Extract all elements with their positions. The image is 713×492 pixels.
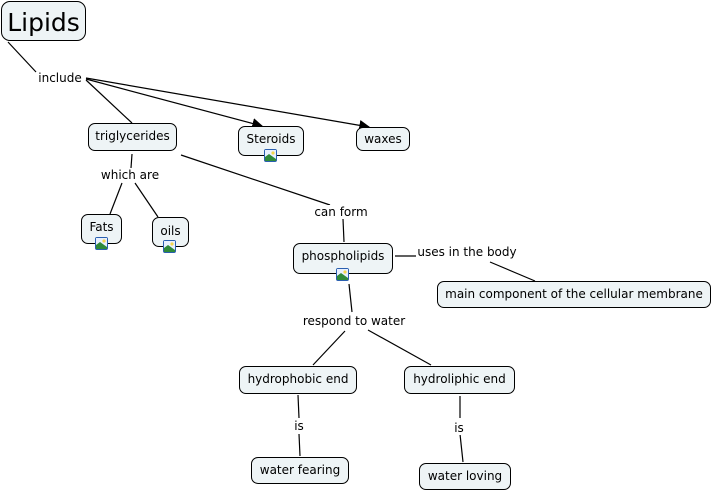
- image-resource-icon[interactable]: [264, 149, 277, 162]
- line-respond-hydroliphic: [367, 329, 432, 366]
- linking-phrase-respond-to-water[interactable]: respond to water: [301, 314, 407, 328]
- concept-label: Steroids: [246, 132, 296, 146]
- linking-phrase-is-hydrophobic[interactable]: is: [293, 419, 305, 433]
- concept-waxes[interactable]: waxes: [356, 127, 410, 151]
- concept-main-component[interactable]: main component of the cellular membrane: [437, 281, 711, 308]
- concept-hydrophobic-end[interactable]: hydrophobic end: [239, 366, 357, 394]
- line-include-waxes: [85, 77, 371, 131]
- line-whichare-fats: [109, 182, 123, 215]
- line-is-waterfearing: [298, 433, 301, 457]
- line-whichare-oils: [134, 182, 159, 218]
- linking-phrase-is-hydroliphic[interactable]: is: [453, 421, 465, 435]
- line-hydrophobic-is: [297, 394, 300, 419]
- linking-phrase-can-form[interactable]: can form: [313, 205, 369, 219]
- concept-lipids[interactable]: Lipids: [1, 1, 86, 41]
- linking-phrase-uses-in-the-body[interactable]: uses in the body: [416, 245, 518, 259]
- linking-phrase-include[interactable]: include: [37, 71, 83, 85]
- concept-label: oils: [160, 224, 181, 238]
- line-triglycerides-canform: [180, 154, 331, 206]
- line-uses-maincomponent: [489, 261, 536, 282]
- concept-label: phospholipids: [301, 249, 385, 263]
- linking-phrase-which-are[interactable]: which are: [99, 168, 161, 182]
- line-include-triglycerides: [85, 79, 133, 124]
- concept-triglycerides[interactable]: triglycerides: [88, 123, 177, 151]
- concept-label: waxes: [364, 132, 402, 146]
- line-lipids-include: [7, 41, 37, 73]
- concept-label: main component of the cellular membrane: [445, 287, 703, 301]
- concept-label: water fearing: [259, 463, 341, 477]
- line-include-steroids: [85, 78, 264, 129]
- concept-label: triglycerides: [95, 129, 170, 143]
- image-resource-icon[interactable]: [95, 237, 108, 250]
- concept-label: Lipids: [7, 7, 80, 37]
- line-is-waterloving: [459, 433, 464, 463]
- line-phospholipids-respond: [348, 283, 353, 313]
- line-respond-hydrophobic: [312, 330, 346, 366]
- image-resource-icon[interactable]: [163, 240, 176, 253]
- concept-label: Fats: [89, 220, 114, 234]
- image-resource-icon[interactable]: [336, 268, 349, 281]
- concept-hydroliphic-end[interactable]: hydroliphic end: [404, 366, 515, 394]
- concept-label: water loving: [427, 469, 503, 483]
- concept-label: hydrophobic end: [247, 372, 349, 386]
- concept-label: hydroliphic end: [413, 372, 506, 386]
- concept-water-fearing[interactable]: water fearing: [251, 457, 349, 484]
- concept-water-loving[interactable]: water loving: [419, 463, 511, 490]
- line-canform-phospholipids: [342, 218, 345, 243]
- line-triglycerides-whichare: [130, 153, 133, 169]
